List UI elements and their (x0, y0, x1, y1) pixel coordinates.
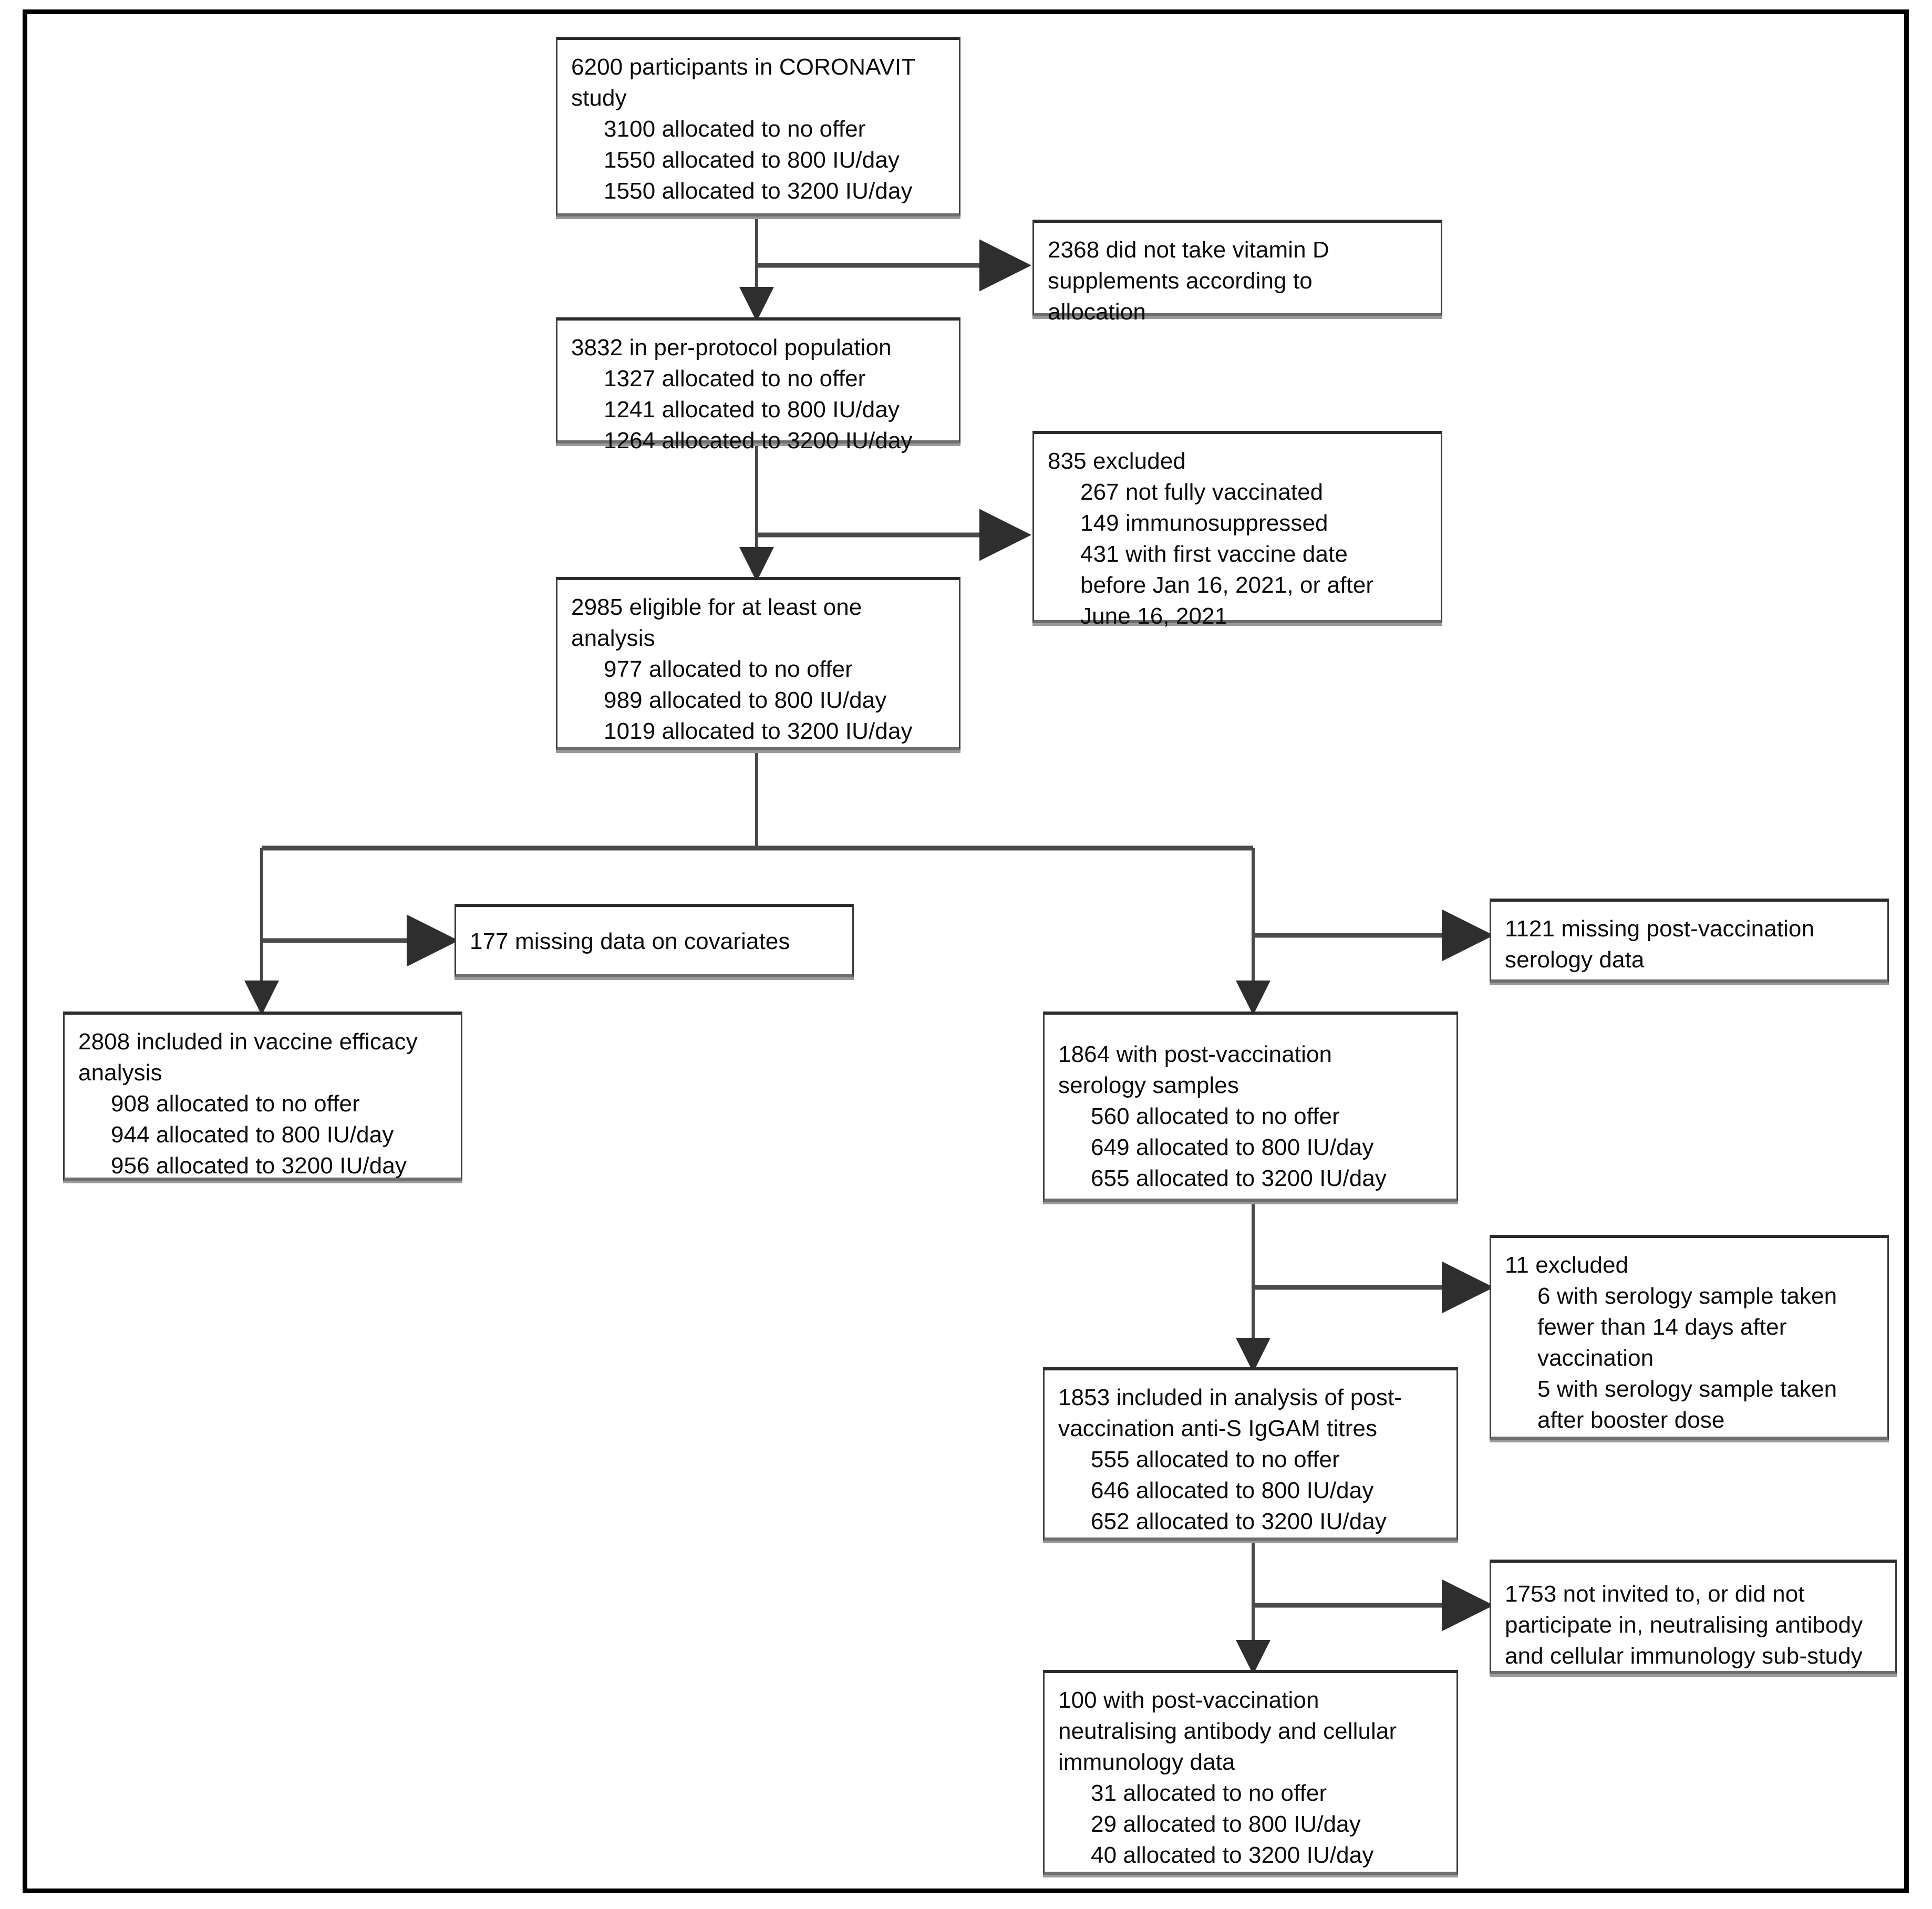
box-excluded-11-line-3: vaccination (1537, 1345, 1654, 1371)
box-per-protocol-line-3: 1264 allocated to 3200 IU/day (604, 428, 913, 453)
box-serology-samples[interactable]: 1864 with post-vaccination serology samp… (1043, 1012, 1458, 1202)
box-iggam-analysis-line-1: vaccination anti-S IgGAM titres (1058, 1416, 1378, 1441)
box-eligible-line-2: 977 allocated to no offer (604, 656, 853, 682)
box-excluded-835-line-4: before Jan 16, 2021, or after (1080, 572, 1374, 598)
diagram-outer-frame (23, 9, 1909, 1893)
box-excluded-835-line-2: 149 immunosuppressed (1080, 510, 1328, 536)
box-eligible-line-0: 2985 eligible for at least one (571, 594, 862, 620)
box-missing-serology[interactable]: 1121 missing post-vaccination serology d… (1490, 899, 1889, 983)
box-eligible-line-1: analysis (571, 625, 655, 651)
box-not-invited-line-1: participate in, neutralising antibody (1505, 1612, 1863, 1638)
box-missing-serology-line-0: 1121 missing post-vaccination (1505, 916, 1815, 942)
box-not-invited[interactable]: 1753 not invited to, or did not particip… (1490, 1560, 1897, 1674)
box-iggam-analysis-line-0: 1853 included in analysis of post- (1058, 1385, 1402, 1410)
box-substudy-line-4: 29 allocated to 800 IU/day (1091, 1811, 1361, 1837)
box-substudy-line-3: 31 allocated to no offer (1091, 1780, 1327, 1806)
box-vaccine-efficacy-line-2: 908 allocated to no offer (111, 1091, 360, 1117)
box-excluded-835-line-3: 431 with first vaccine date (1080, 541, 1348, 567)
box-iggam-analysis-line-2: 555 allocated to no offer (1091, 1447, 1340, 1472)
box-not-invited-line-0: 1753 not invited to, or did not (1505, 1581, 1805, 1607)
box-excluded-11[interactable]: 11 excluded 6 with serology sample taken… (1490, 1235, 1889, 1440)
box-excluded-11-line-2: fewer than 14 days after (1537, 1314, 1787, 1340)
box-substudy-line-2: immunology data (1058, 1749, 1235, 1775)
box-not-taken-line-2: allocation (1048, 299, 1146, 325)
box-eligible-line-4: 1019 allocated to 3200 IU/day (604, 718, 913, 744)
box-excluded-11-line-5: after booster dose (1537, 1407, 1725, 1433)
box-substudy-line-5: 40 allocated to 3200 IU/day (1091, 1842, 1374, 1868)
box-missing-covariates[interactable]: 177 missing data on covariates (454, 904, 854, 977)
box-serology-samples-line-3: 649 allocated to 800 IU/day (1091, 1134, 1374, 1160)
box-enrolled-line-0: 6200 participants in CORONAVIT (571, 54, 916, 80)
box-not-taken-line-0: 2368 did not take vitamin D (1048, 237, 1329, 263)
box-excluded-835-line-1: 267 not fully vaccinated (1080, 479, 1324, 505)
box-missing-serology-line-1: serology data (1505, 947, 1645, 973)
box-vaccine-efficacy-line-3: 944 allocated to 800 IU/day (111, 1122, 394, 1148)
box-substudy-line-1: neutralising antibody and cellular (1058, 1718, 1397, 1744)
box-vaccine-efficacy-line-4: 956 allocated to 3200 IU/day (111, 1153, 407, 1179)
box-per-protocol[interactable]: 3832 in per-protocol population 1327 all… (556, 317, 960, 453)
box-eligible[interactable]: 2985 eligible for at least one analysis … (556, 577, 960, 750)
box-serology-samples-line-4: 655 allocated to 3200 IU/day (1091, 1165, 1387, 1191)
box-not-invited-line-2: and cellular immunology sub-study (1505, 1643, 1863, 1669)
box-eligible-line-3: 989 allocated to 800 IU/day (604, 687, 887, 713)
box-per-protocol-line-2: 1241 allocated to 800 IU/day (604, 397, 900, 422)
box-iggam-analysis[interactable]: 1853 included in analysis of post- vacci… (1043, 1367, 1458, 1541)
box-substudy-line-0: 100 with post-vaccination (1058, 1687, 1319, 1713)
box-serology-samples-line-2: 560 allocated to no offer (1091, 1103, 1340, 1129)
box-not-taken[interactable]: 2368 did not take vitamin D supplements … (1032, 220, 1442, 325)
box-excluded-11-line-4: 5 with serology sample taken (1537, 1376, 1837, 1402)
box-enrolled-line-1: study (571, 85, 627, 111)
box-serology-samples-line-0: 1864 with post-vaccination (1058, 1041, 1332, 1067)
box-iggam-analysis-line-3: 646 allocated to 800 IU/day (1091, 1478, 1374, 1503)
box-vaccine-efficacy-line-0: 2808 included in vaccine efficacy (78, 1029, 418, 1055)
box-enrolled-line-3: 1550 allocated to 800 IU/day (604, 147, 900, 173)
box-enrolled-line-4: 1550 allocated to 3200 IU/day (604, 178, 913, 204)
box-per-protocol-line-1: 1327 allocated to no offer (604, 366, 866, 391)
box-vaccine-efficacy-line-1: analysis (78, 1060, 162, 1086)
box-excluded-835[interactable]: 835 excluded 267 not fully vaccinated 14… (1032, 431, 1442, 629)
box-missing-covariates-line-0: 177 missing data on covariates (470, 928, 790, 954)
box-excluded-835-line-0: 835 excluded (1048, 448, 1186, 474)
box-excluded-835-line-5: June 16, 2021 (1080, 603, 1228, 629)
box-substudy[interactable]: 100 with post-vaccination neutralising a… (1043, 1670, 1458, 1875)
box-enrolled-line-2: 3100 allocated to no offer (604, 116, 866, 142)
box-serology-samples-line-1: serology samples (1058, 1072, 1239, 1098)
box-not-taken-line-1: supplements according to (1048, 268, 1313, 294)
box-per-protocol-line-0: 3832 in per-protocol population (571, 335, 892, 360)
box-vaccine-efficacy[interactable]: 2808 included in vaccine efficacy analys… (63, 1012, 462, 1181)
box-excluded-11-line-0: 11 excluded (1505, 1252, 1629, 1278)
box-iggam-analysis-line-4: 652 allocated to 3200 IU/day (1091, 1509, 1387, 1534)
box-enrolled[interactable]: 6200 participants in CORONAVIT study 310… (556, 37, 960, 216)
box-excluded-11-line-1: 6 with serology sample taken (1537, 1283, 1837, 1309)
